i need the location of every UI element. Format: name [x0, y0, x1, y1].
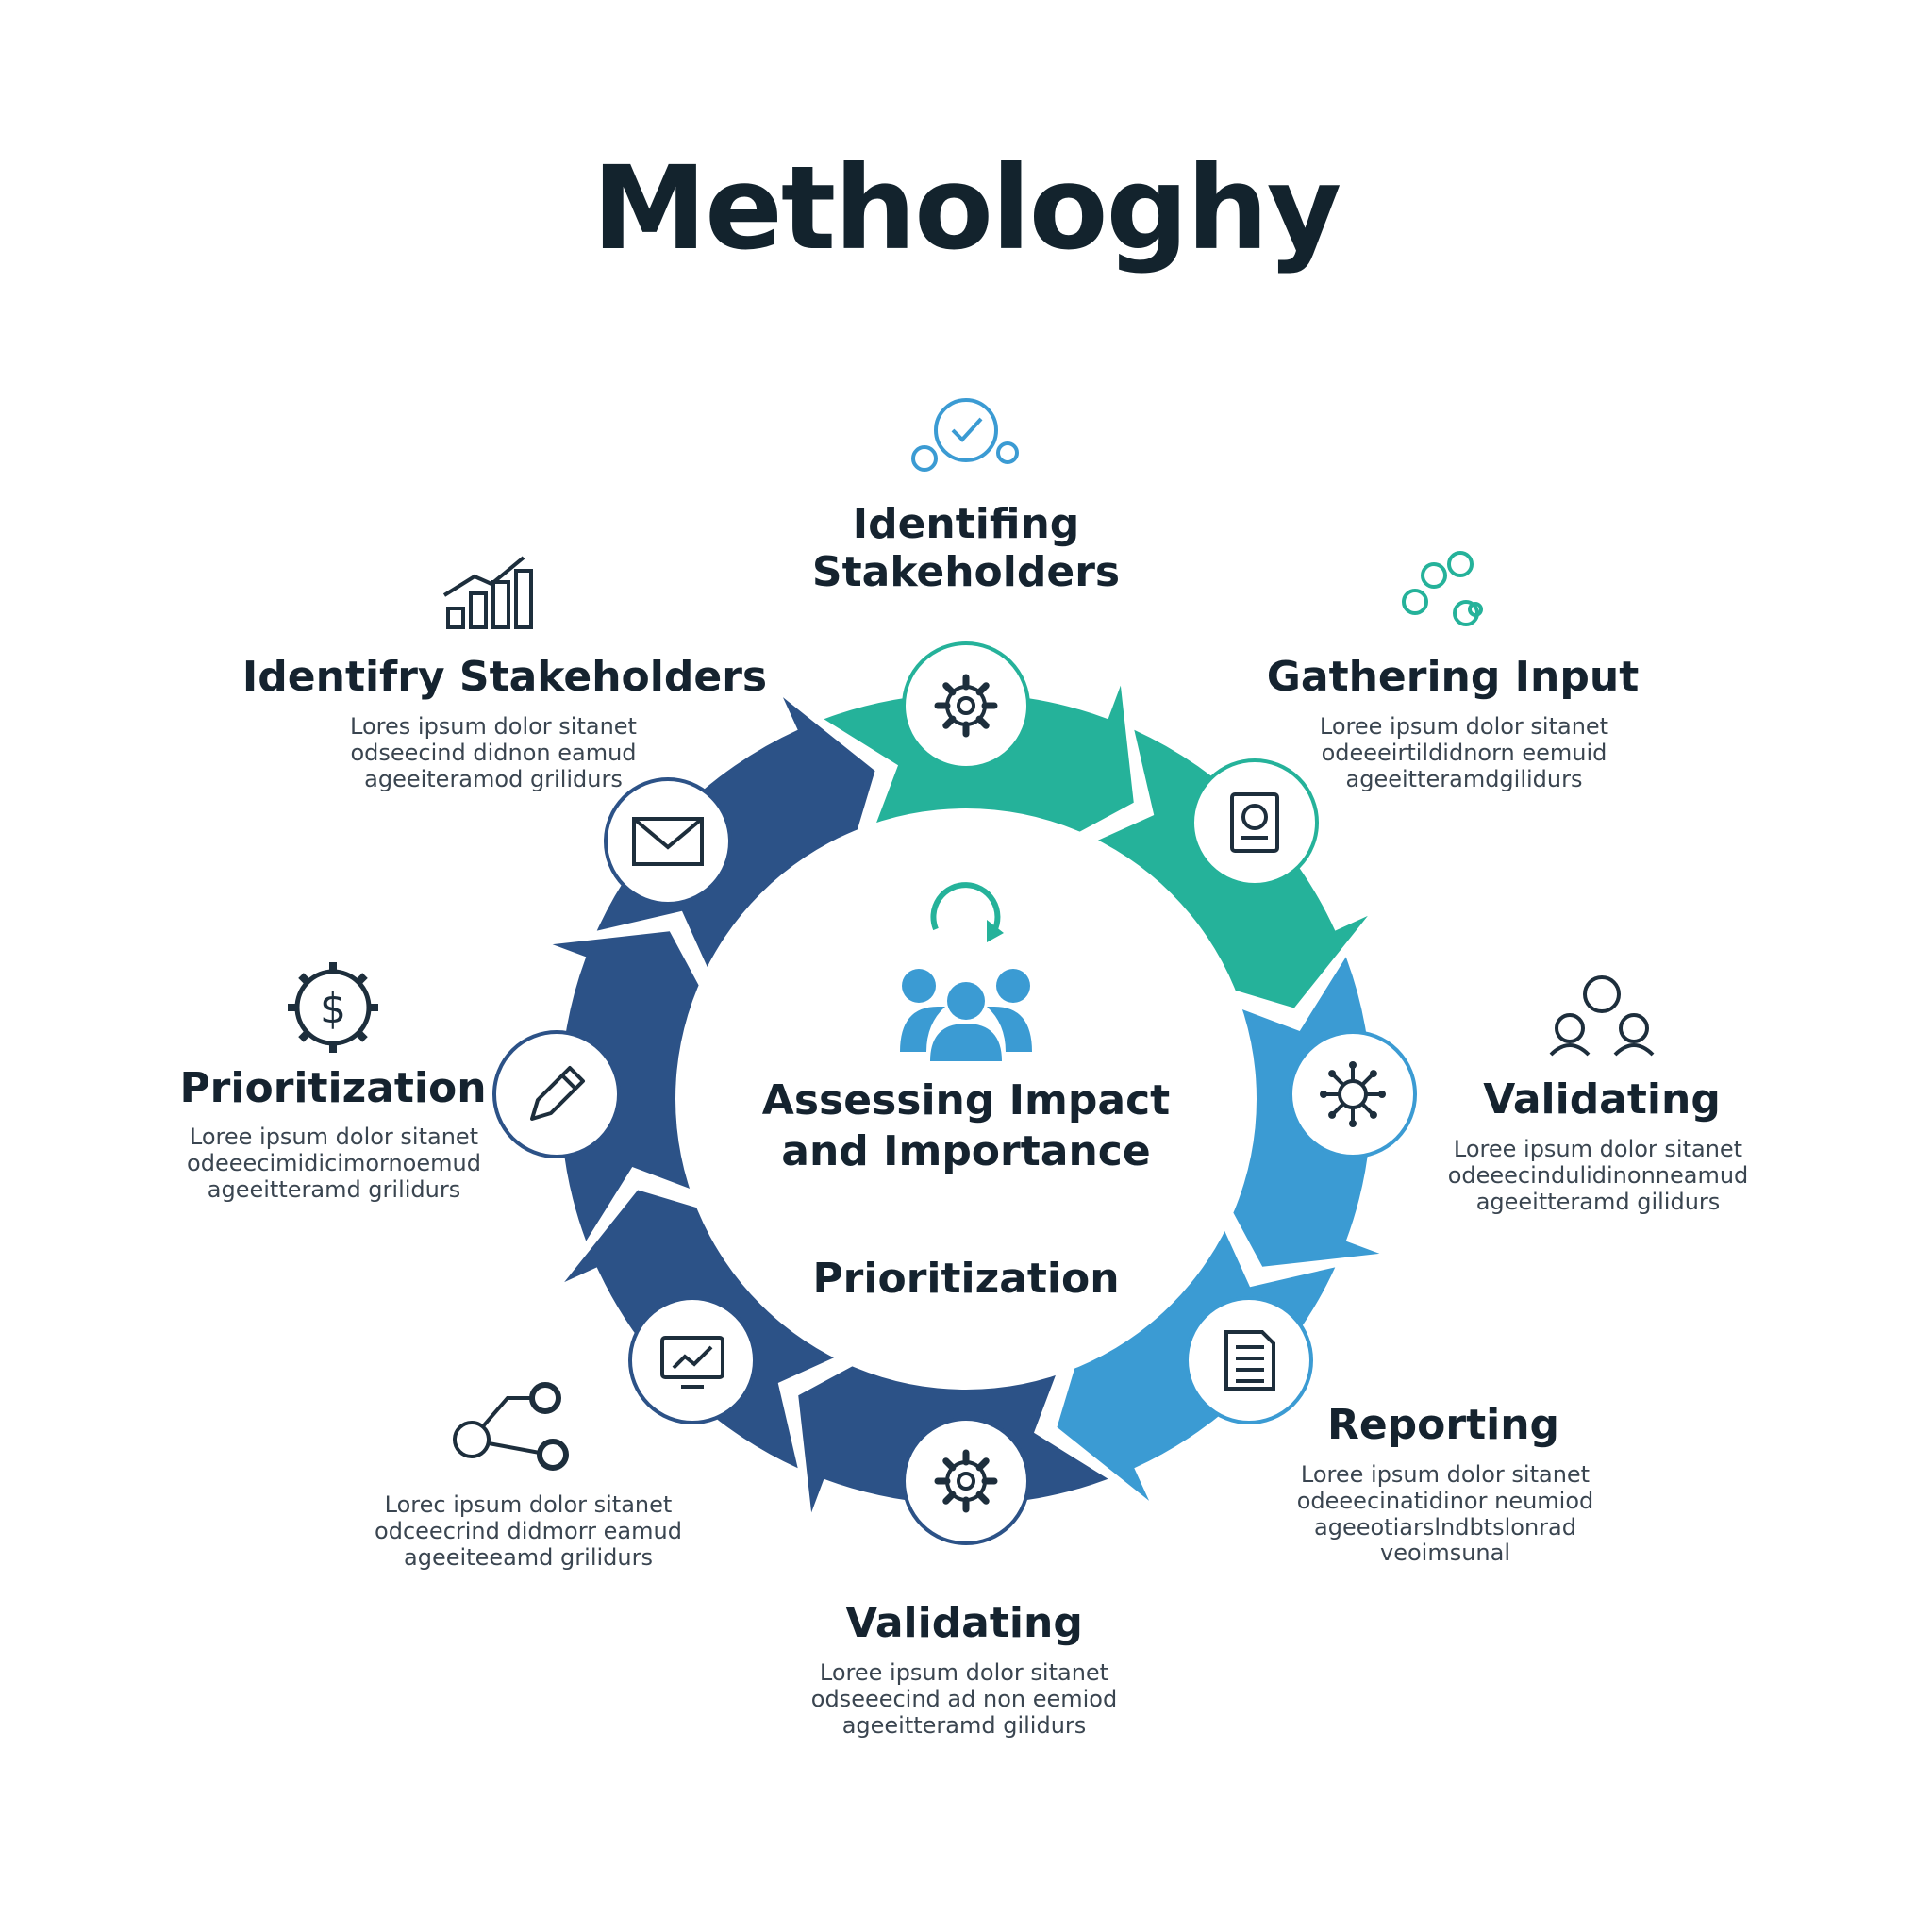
desc-line: odseeecind ad non eemiod	[810, 1685, 1118, 1712]
step-top-right-desc: Loree ipsum dolor sitanet odeeeirtildidn…	[1304, 713, 1624, 792]
chart-monitor-icon	[660, 1336, 724, 1389]
ring-badge	[1289, 1030, 1417, 1158]
desc-line: odeeecindulidinonneamud	[1447, 1161, 1749, 1189]
step-top-label-line-1: Identifing	[852, 500, 1080, 548]
center-title: Assessing Impact and Importance	[761, 1076, 1171, 1175]
ring-badges	[492, 641, 1417, 1545]
gears-network-icon	[1402, 551, 1483, 626]
desc-line: ageeiteeamd grilidurs	[404, 1543, 653, 1571]
step-bottom-left-desc: Lorec ipsum dolor sitanet odceecrind did…	[368, 1491, 689, 1571]
growth-chart-icon	[442, 556, 533, 629]
desc-line: odeeecimidicimornoemud	[187, 1149, 481, 1176]
desc-line: ageeitteramd grilidurs	[207, 1175, 461, 1203]
step-right-label: Validating	[1483, 1075, 1721, 1124]
desc-line: Loree ipsum dolor sitanet	[189, 1124, 479, 1150]
desc-line: Loree ipsum dolor sitanet	[1319, 713, 1609, 740]
ring-badge	[902, 641, 1030, 770]
page-title: Methologhy	[591, 142, 1341, 275]
people-group-icon	[1549, 975, 1655, 1057]
outer-icons: $	[288, 398, 1655, 1471]
gear-icon	[934, 1449, 998, 1513]
ring-segment-7	[552, 931, 708, 1241]
step-bottom-right-desc: Loree ipsum dolor sitanet odeeecinatidin…	[1285, 1461, 1606, 1567]
desc-line: Loree ipsum dolor sitanet	[1453, 1136, 1743, 1162]
team-cycle-icon	[900, 882, 1032, 1061]
network-gear-icon	[1320, 1061, 1386, 1127]
desc-line: ageeitteramd gilidurs	[841, 1711, 1087, 1739]
certificate-icon	[1230, 792, 1279, 853]
checkmark-people-icon	[911, 398, 1019, 472]
step-right-desc: Loree ipsum dolor sitanet odeeecindulidi…	[1438, 1136, 1758, 1215]
ring-badge	[492, 1030, 621, 1158]
desc-line: Loree ipsum dolor sitanet	[819, 1659, 1109, 1686]
center-circle	[675, 808, 1257, 1390]
document-icon	[1224, 1330, 1275, 1391]
step-left-desc: Loree ipsum dolor sitanet odeeecimidicim…	[174, 1124, 494, 1203]
envelope-icon	[632, 817, 704, 866]
desc-line: Loree ipsum dolor sitanet	[1300, 1461, 1591, 1488]
step-left-label: Prioritization	[179, 1064, 487, 1112]
desc-line: ageeiteramod grilidurs	[364, 765, 623, 792]
step-bottom-label: Validating	[845, 1599, 1083, 1647]
gears-flow-icon	[453, 1382, 569, 1471]
desc-line: odseecind didnon eamud	[350, 739, 637, 766]
desc-line: ageeitteramdgilidurs	[1345, 765, 1583, 792]
ring-badge	[604, 777, 732, 906]
step-top-left-desc: Lores ipsum dolor sitanet odseecind didn…	[333, 713, 654, 792]
desc-line: odeeeirtildidnorn eemuid	[1321, 739, 1607, 766]
ring-badge	[1185, 1296, 1313, 1424]
step-top-label-line-2: Stakeholders	[811, 548, 1121, 597]
ring-badge	[902, 1417, 1030, 1545]
gear-icon	[934, 674, 998, 738]
step-bottom-desc: Loree ipsum dolor sitanet odseeecind ad …	[804, 1659, 1124, 1739]
desc-line: odceecrind didmorr eamud	[375, 1517, 682, 1544]
ring-badge	[1191, 758, 1319, 887]
desc-line: veoimsunal	[1380, 1540, 1510, 1567]
ring-badge	[628, 1296, 757, 1424]
step-top-right-label: Gathering Input	[1266, 653, 1640, 701]
step-top-left-label: Identifry Stakeholders	[242, 653, 768, 701]
dollar-gear-icon: $	[288, 962, 378, 1053]
pencil-icon	[530, 1066, 585, 1121]
desc-line: ageeotiarslndbtslonrad	[1314, 1513, 1576, 1541]
desc-line: odeeecinatidinor neumiod	[1296, 1487, 1594, 1514]
step-bottom-right-label: Reporting	[1326, 1401, 1560, 1449]
desc-line: Lorec ipsum dolor sitanet	[384, 1491, 673, 1518]
desc-line: Lores ipsum dolor sitanet	[350, 713, 637, 740]
ring-segment-8	[596, 697, 875, 985]
step-top-label: Identifing Stakeholders	[812, 500, 1120, 596]
center-subtitle: Prioritization	[812, 1255, 1120, 1303]
svg-text:$: $	[320, 985, 346, 1033]
desc-line: ageeitteramd gilidurs	[1475, 1188, 1721, 1215]
